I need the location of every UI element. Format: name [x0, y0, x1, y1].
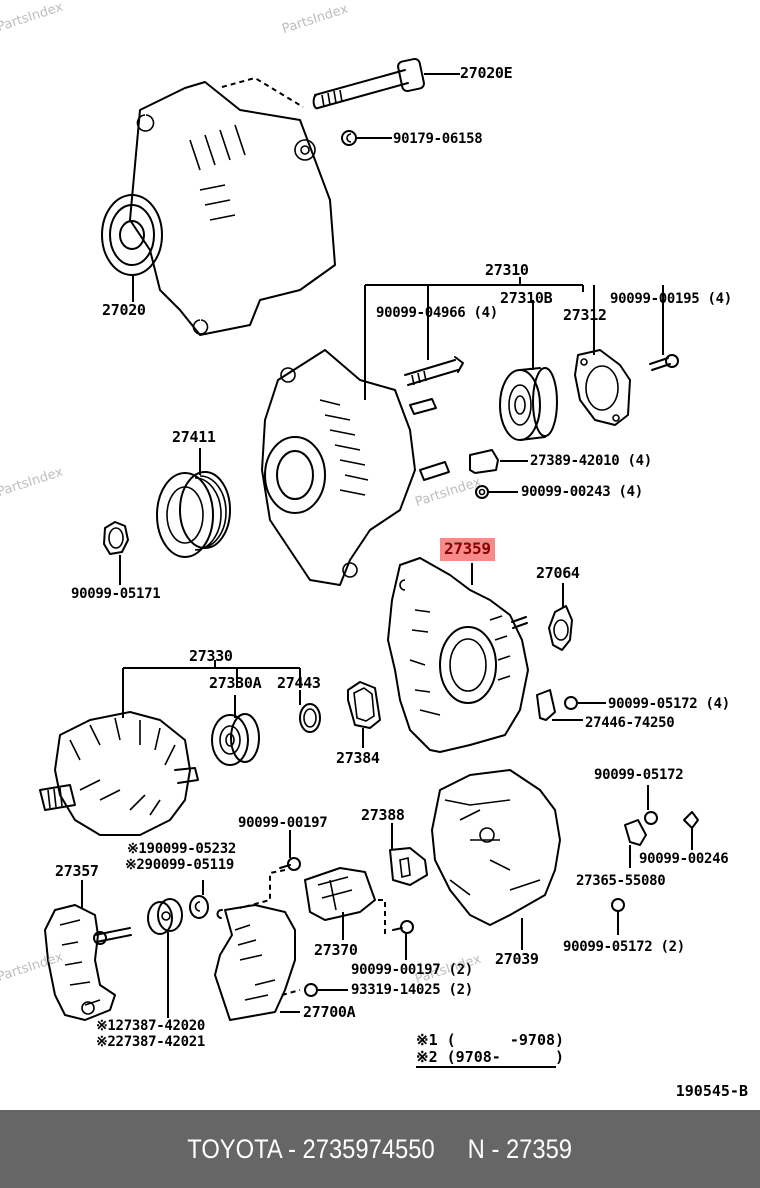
rear-end-cover-27039-drawing	[431, 769, 561, 950]
cover-27384-drawing	[347, 681, 381, 748]
rectifier-end-frame-27359-drawing	[387, 557, 529, 753]
part-label-27020e[interactable]: 27020E	[460, 64, 513, 82]
part-label-90099-00195[interactable]: 90099-00195 (4)	[610, 291, 732, 307]
group-27310-leaders	[364, 277, 664, 400]
part-label-27312[interactable]: 27312	[563, 306, 607, 324]
rectifier-27357-drawing	[44, 880, 132, 1021]
nut-90099-05172-4-drawing	[564, 696, 606, 710]
drawing-code: 190545-B	[675, 1082, 748, 1100]
part-label-90099-05232[interactable]: ※190099-05232	[127, 841, 236, 857]
alternator-assembly-drawing	[101, 76, 336, 336]
part-label-90099-05119[interactable]: ※290099-05119	[125, 857, 234, 873]
parts-diagram: PartsIndex PartsIndex PartsIndex PartsIn…	[0, 0, 748, 1100]
ring-27443-drawing	[299, 690, 321, 733]
legend-row-1: ※1 ( -9708)	[416, 1031, 565, 1049]
exploded-view-drawing	[39, 57, 699, 1068]
terminal-insulator-27388-drawing	[389, 823, 428, 886]
retainer-plate-27312-drawing	[574, 349, 631, 426]
part-label-27310b[interactable]: 27310B	[500, 289, 553, 307]
legend-row-2: ※2 (9708- )	[416, 1048, 565, 1066]
part-label-27387-42020[interactable]: ※127387-42020	[96, 1018, 205, 1034]
insulator-27387-drawing	[147, 898, 183, 1018]
part-label-27370[interactable]: 27370	[314, 941, 358, 959]
screw-90099-00197-2-drawing	[378, 899, 414, 960]
pulley-27411-drawing	[156, 448, 231, 558]
washer-93319-drawing	[281, 983, 348, 997]
part-label-90099-05172-4[interactable]: 90099-05172 (4)	[608, 696, 730, 712]
part-label-27365-55080[interactable]: 27365-55080	[576, 873, 666, 889]
part-label-27387-42021[interactable]: ※227387-42021	[96, 1034, 205, 1050]
bolt-27020e-drawing	[312, 57, 425, 110]
regulator-27700a-drawing	[214, 904, 300, 1021]
part-label-90099-00197-2[interactable]: 90099-00197 (2)	[351, 962, 473, 978]
brush-holder-27370-drawing	[239, 830, 376, 940]
part-label-27411[interactable]: 27411	[172, 428, 216, 446]
part-label-93319-14025[interactable]: 93319-14025 (2)	[351, 982, 473, 998]
bearing-27310b-drawing	[499, 367, 558, 441]
bearing-27330a-drawing	[211, 695, 260, 766]
part-label-27357[interactable]: 27357	[55, 862, 99, 880]
small-parts-right-drawing	[611, 785, 699, 935]
part-label-90099-00197[interactable]: 90099-00197	[238, 815, 328, 831]
part-label-27064[interactable]: 27064	[536, 564, 580, 582]
insulator-27064-drawing	[548, 583, 573, 651]
part-label-27443[interactable]: 27443	[277, 674, 321, 692]
part-label-90099-00243[interactable]: 90099-00243 (4)	[521, 484, 643, 500]
part-label-27330a[interactable]: 27330A	[209, 674, 262, 692]
part-label-27039[interactable]: 27039	[495, 950, 539, 968]
nut-90099-05171-drawing	[103, 521, 129, 585]
part-label-27020[interactable]: 27020	[102, 301, 146, 319]
part-label-27389-42010[interactable]: 27389-42010 (4)	[530, 453, 652, 469]
nut-90099-00243-drawing	[475, 485, 518, 499]
date-range-legend: ※1 ( -9708) ※2 (9708- )	[416, 1032, 564, 1066]
part-label-90099-05172[interactable]: 90099-05172	[594, 767, 684, 783]
part-label-90099-00246[interactable]: 90099-00246	[639, 851, 729, 867]
terminal-27446-drawing	[536, 689, 583, 721]
rotor-27330-drawing	[39, 660, 301, 836]
part-label-27384[interactable]: 27384	[336, 749, 380, 767]
part-label-27388[interactable]: 27388	[361, 806, 405, 824]
part-label-90099-05171[interactable]: 90099-05171	[71, 586, 161, 602]
caption-bar: TOYOTA - 2735974550 N - 27359	[0, 1110, 760, 1188]
nut-90179-drawing	[341, 130, 392, 146]
part-label-27330[interactable]: 27330	[189, 647, 233, 665]
part-label-27359-highlighted[interactable]: 27359	[440, 538, 495, 561]
nut-90099-05232-drawing	[189, 880, 209, 919]
screw-90099-00195-drawing	[649, 354, 679, 371]
part-label-27310[interactable]: 27310	[485, 261, 529, 279]
part-label-90179-06158[interactable]: 90179-06158	[393, 131, 483, 147]
part-label-27700a[interactable]: 27700A	[303, 1003, 356, 1021]
caption-text: TOYOTA - 2735974550 N - 27359	[187, 1133, 573, 1164]
part-label-27446-74250[interactable]: 27446-74250	[585, 715, 675, 731]
clip-27389-drawing	[469, 449, 528, 474]
drive-end-frame-drawing	[261, 349, 464, 586]
part-label-90099-04966[interactable]: 90099-04966 (4)	[376, 305, 498, 321]
part-label-90099-05172-2[interactable]: 90099-05172 (2)	[563, 939, 685, 955]
